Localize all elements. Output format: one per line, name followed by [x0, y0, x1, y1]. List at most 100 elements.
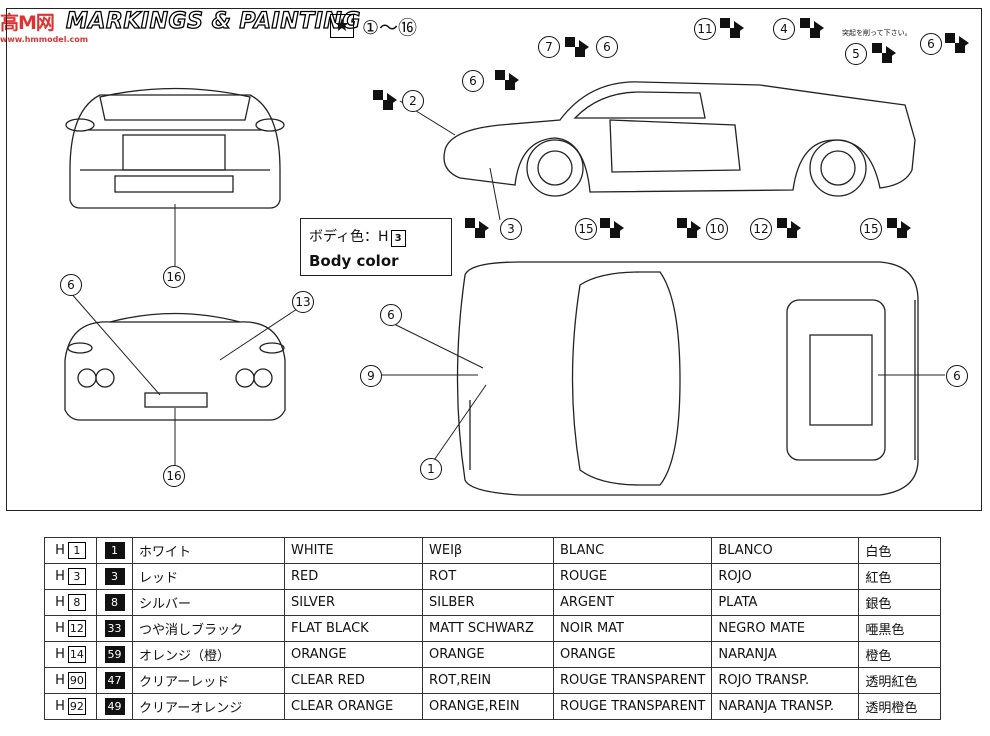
paint-name-cn: 透明橙色 — [858, 693, 942, 720]
paint-name-jp: つや消しブラック — [132, 615, 285, 642]
paint-code-prefix: H — [55, 647, 65, 662]
paint-name-de: ROT,REIN — [422, 667, 554, 694]
paint-name-fr: ROUGE TRANSPARENT — [552, 667, 713, 694]
leader-lines — [69, 100, 945, 467]
paint-code-prefix: H — [55, 543, 65, 558]
paint-cell-sw: 49 — [96, 693, 133, 720]
decal-marker-icon — [777, 218, 801, 238]
decal-marker-icon — [373, 90, 397, 110]
callout-6: 6 — [946, 365, 968, 387]
body-color-code: 3 — [390, 230, 406, 247]
paint-code: 1 — [67, 542, 86, 559]
rear-view-drawing — [64, 312, 286, 421]
paint-name-fr: ROUGE TRANSPARENT — [552, 693, 713, 720]
paint-name-es: BLANCO — [711, 537, 860, 564]
paint-name-jp: レッド — [132, 563, 285, 590]
paint-name-fr: BLANC — [552, 537, 713, 564]
callout-9: 9 — [360, 365, 382, 387]
callout-6: 6 — [60, 274, 82, 296]
page-title: MARKINGS & PAINTING — [65, 8, 361, 34]
paint-name-es: ROJO TRANSP. — [711, 667, 860, 694]
paint-name-fr: NOIR MAT — [552, 615, 713, 642]
paint-cell-sw: 47 — [96, 667, 133, 694]
paint-code-prefix: H — [55, 595, 65, 610]
callout-8: 7 — [538, 36, 560, 58]
paint-name-de: MATT SCHWARZ — [422, 615, 554, 642]
paint-swatch: 1 — [104, 542, 125, 559]
decal-marker-icon — [465, 218, 489, 238]
paint-code: 14 — [67, 646, 86, 663]
paint-name-jp: クリアーオレンジ — [132, 693, 285, 720]
paint-name-es: NEGRO MATE — [711, 615, 860, 642]
decal-marker-icon — [800, 18, 824, 38]
paint-name-en: ORANGE — [284, 641, 423, 668]
paint-name-fr: ORANGE — [552, 641, 713, 668]
callout-3: 3 — [500, 218, 522, 240]
callout-12: 12 — [750, 218, 772, 240]
paint-name-cn: 白色 — [858, 537, 942, 564]
body-color-label-en: Body color — [309, 252, 399, 270]
callout-11: 11 — [694, 18, 716, 40]
paint-name-cn: 唖黒色 — [858, 615, 942, 642]
paint-name-cn: 橙色 — [858, 641, 942, 668]
callout-15: 15 — [860, 218, 882, 240]
paint-cell-sw: 8 — [96, 589, 133, 616]
paint-swatch: 49 — [104, 698, 125, 715]
paint-name-cn: 紅色 — [858, 563, 942, 590]
decal-marker-icon — [720, 18, 744, 38]
paint-name-de: ROT — [422, 563, 554, 590]
paint-name-en: CLEAR RED — [284, 667, 423, 694]
paint-name-cn: 銀色 — [858, 589, 942, 616]
paint-name-jp: クリアーレッド — [132, 667, 285, 694]
sanding-note: 突起を削って下さい。 — [842, 29, 912, 37]
decal-marker-icon — [887, 218, 911, 238]
paint-name-es: NARANJA TRANSP. — [711, 693, 860, 720]
paint-name-es: ROJO — [711, 563, 860, 590]
callout-6: 6 — [462, 70, 484, 92]
side-view-drawing — [443, 81, 916, 197]
paint-name-cn: 透明紅色 — [858, 667, 942, 694]
paint-code: 12 — [67, 620, 86, 637]
paint-code-prefix: H — [55, 699, 65, 714]
paint-swatch: 8 — [104, 594, 125, 611]
paint-name-jp: ホワイト — [132, 537, 285, 564]
paint-code-prefix: H — [55, 569, 65, 584]
paint-name-de: SILBER — [422, 589, 554, 616]
paint-swatch: 47 — [104, 672, 125, 689]
decal-marker-icon — [565, 37, 589, 57]
star-icon: ★ — [330, 14, 354, 38]
paint-cell-sw: 33 — [96, 615, 133, 642]
paint-cell-sw: 1 — [96, 537, 133, 564]
decal-marker-icon — [945, 33, 969, 53]
decal-marker-icon — [495, 70, 519, 90]
front-view-drawing — [65, 87, 285, 209]
paint-name-fr: ARGENT — [552, 589, 713, 616]
paint-name-de: ORANGE,REIN — [422, 693, 554, 720]
callout-16: 16 — [163, 266, 185, 288]
callout-1: 1 — [420, 458, 442, 480]
paint-name-de: ORANGE — [422, 641, 554, 668]
paint-name-jp: シルバー — [132, 589, 285, 616]
decal-range: ①～⑯ — [362, 17, 418, 39]
callout-10: 10 — [706, 218, 728, 240]
paint-name-es: PLATA — [711, 589, 860, 616]
paint-name-en: WHITE — [284, 537, 423, 564]
decal-marker-icon — [872, 43, 896, 63]
callout-6: 6 — [920, 33, 942, 55]
car-drawings — [64, 81, 945, 496]
paint-swatch: 59 — [104, 646, 125, 663]
